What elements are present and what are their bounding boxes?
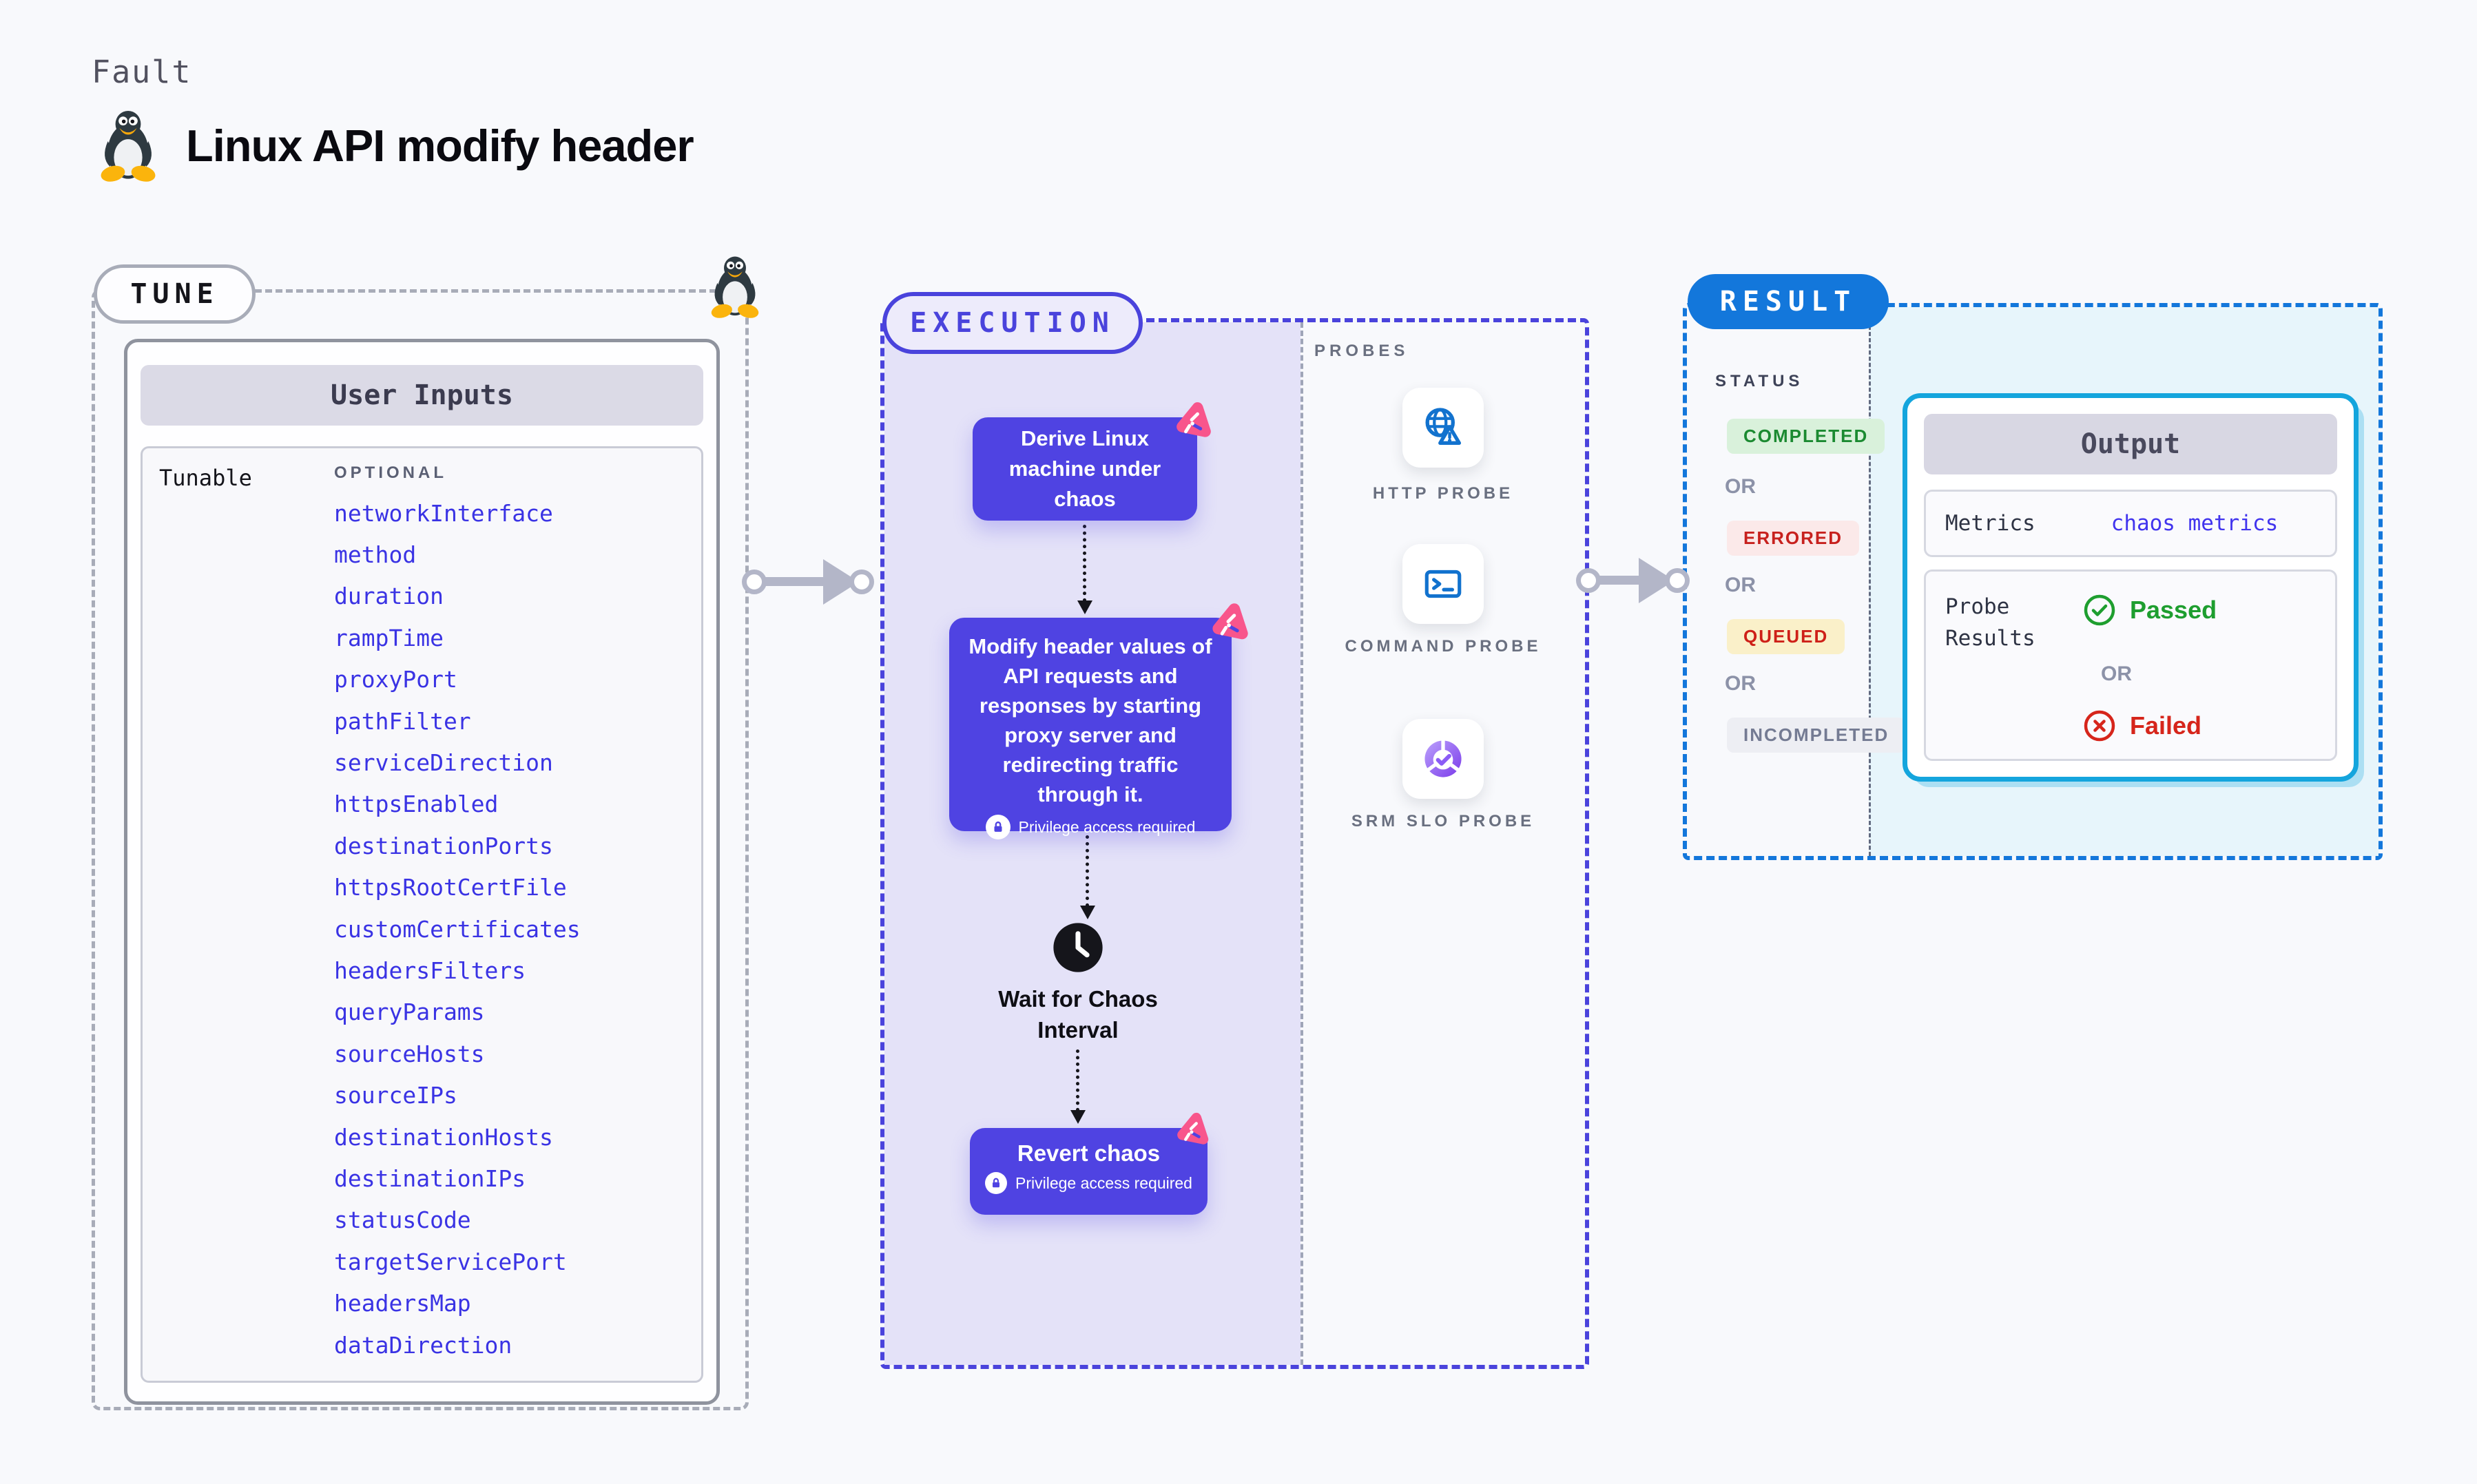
linux-tux-icon xyxy=(96,109,160,182)
tunable-param-link[interactable]: httpsEnabled xyxy=(334,791,499,818)
tunable-param-link[interactable]: duration xyxy=(334,583,444,610)
page-title: Linux API modify header xyxy=(186,120,694,171)
status-badge-completed: COMPLETED xyxy=(1727,419,1885,454)
revert-chaos-step: Revert chaos Privilege access required xyxy=(970,1128,1208,1215)
tunable-param-link[interactable]: sourceHosts xyxy=(334,1040,485,1067)
tunable-param-link[interactable]: headersMap xyxy=(334,1290,471,1317)
flow-arrow-execution-to-result xyxy=(1576,558,1690,603)
probe-results-row: Probe Results Passed OR F xyxy=(1924,569,2337,761)
chaos-fault-icon xyxy=(1205,602,1251,647)
linux-tux-icon-small xyxy=(708,255,762,318)
check-circle-icon xyxy=(2083,594,2116,627)
status-badge-errored: ERRORED xyxy=(1727,521,1860,556)
flow-arrow-down xyxy=(1070,1049,1086,1124)
or-separator: OR xyxy=(2101,662,2132,685)
tunable-param-link[interactable]: sourceIPs xyxy=(334,1082,457,1109)
status-section-label: STATUS xyxy=(1715,372,1804,390)
result-badge: RESULT xyxy=(1688,274,1889,329)
modify-step-label: Modify header values of API requests and… xyxy=(968,634,1212,806)
privilege-note: Privilege access required xyxy=(949,815,1232,839)
tunable-param-link[interactable]: proxyPort xyxy=(334,666,457,693)
user-inputs-title: User Inputs xyxy=(141,365,703,426)
derive-machine-step: Derive Linux machine under chaos xyxy=(973,417,1197,521)
fault-eyebrow: Fault xyxy=(92,54,192,90)
wait-step-label: Wait for Chaos Interval xyxy=(998,986,1158,1043)
tunable-param-link[interactable]: statusCode xyxy=(334,1206,471,1234)
lock-icon xyxy=(985,815,1011,839)
tunable-param-link[interactable]: method xyxy=(334,541,417,569)
command-probe-icon xyxy=(1420,561,1466,607)
http-probe-card xyxy=(1402,388,1484,468)
or-separator: OR xyxy=(1725,574,1756,596)
probes-area xyxy=(1300,322,1585,1365)
optional-column-label: OPTIONAL xyxy=(334,463,447,482)
tune-badge: TUNE xyxy=(94,264,256,324)
privilege-note: Privilege access required xyxy=(970,1172,1208,1194)
tunable-param-list: networkInterface method duration rampTim… xyxy=(334,492,692,1366)
tunable-param-link[interactable]: rampTime xyxy=(334,624,444,651)
http-probe-icon xyxy=(1420,404,1466,451)
tunable-table: Tunable OPTIONAL networkInterface method… xyxy=(141,446,703,1383)
probe-failed-result: Failed xyxy=(2083,709,2201,742)
privilege-note-label: Privilege access required xyxy=(1015,1173,1192,1192)
tunable-row-label: Tunable xyxy=(159,465,252,491)
tunable-param-link[interactable]: customCertificates xyxy=(334,915,581,943)
output-title: Output xyxy=(1924,414,2337,474)
command-probe-card xyxy=(1402,544,1484,624)
chaos-metrics-link[interactable]: chaos metrics xyxy=(2111,511,2279,536)
or-separator: OR xyxy=(1725,672,1756,695)
tunable-param-link[interactable]: headersFilters xyxy=(334,957,526,984)
or-separator: OR xyxy=(1725,475,1756,498)
derive-step-label: Derive Linux machine under chaos xyxy=(1008,426,1161,511)
tunable-param-link[interactable]: pathFilter xyxy=(334,707,471,735)
chaos-fault-icon xyxy=(1170,401,1214,445)
probes-section-label: PROBES xyxy=(1314,342,1409,360)
lock-icon xyxy=(985,1172,1008,1194)
status-badge-queued: QUEUED xyxy=(1727,619,1845,654)
title-row: Linux API modify header xyxy=(96,109,694,182)
output-card: Output Metrics chaos metrics Probe Resul… xyxy=(1903,393,2359,782)
command-probe-label: COMMAND PROBE xyxy=(1345,637,1542,656)
clock-icon xyxy=(1052,921,1104,974)
tunable-param-link[interactable]: destinationHosts xyxy=(334,1123,553,1151)
x-circle-icon xyxy=(2083,709,2116,742)
http-probe-label: HTTP PROBE xyxy=(1372,484,1514,503)
metrics-label: Metrics xyxy=(1945,511,2035,536)
chaos-fault-icon xyxy=(1171,1111,1211,1151)
modify-header-step: Modify header values of API requests and… xyxy=(949,618,1232,839)
srm-slo-probe-label: SRM SLO PROBE xyxy=(1351,812,1535,830)
tunable-param-link[interactable]: serviceDirection xyxy=(334,749,553,777)
privilege-note-label: Privilege access required xyxy=(1018,817,1196,836)
metrics-row: Metrics chaos metrics xyxy=(1924,490,2337,557)
tunable-param-link[interactable]: destinationIPs xyxy=(334,1164,526,1192)
failed-label: Failed xyxy=(2130,711,2202,740)
revert-step-label: Revert chaos xyxy=(1017,1140,1161,1166)
passed-label: Passed xyxy=(2130,596,2217,624)
tunable-param-link[interactable]: targetServicePort xyxy=(334,1248,567,1275)
status-badge-incompleted: INCOMPLETED xyxy=(1727,718,1906,753)
probe-passed-result: Passed xyxy=(2083,594,2217,627)
flow-arrow-down xyxy=(1077,525,1092,614)
probe-results-label: Probe Results xyxy=(1945,594,2035,651)
user-inputs-card: User Inputs Tunable OPTIONAL networkInte… xyxy=(124,339,720,1405)
execution-badge: EXECUTION xyxy=(882,292,1143,354)
tunable-param-link[interactable]: dataDirection xyxy=(334,1331,512,1359)
tunable-param-link[interactable]: httpsRootCertFile xyxy=(334,874,567,901)
srm-slo-probe-card xyxy=(1402,719,1484,799)
srm-slo-probe-icon xyxy=(1420,735,1466,782)
flow-arrow-down xyxy=(1080,835,1095,919)
tunable-param-link[interactable]: queryParams xyxy=(334,999,485,1026)
tunable-param-link[interactable]: destinationPorts xyxy=(334,832,553,859)
flow-arrow-tune-to-execution xyxy=(742,559,874,605)
tune-section-outline xyxy=(92,289,749,1410)
tunable-param-link[interactable]: networkInterface xyxy=(334,499,553,527)
